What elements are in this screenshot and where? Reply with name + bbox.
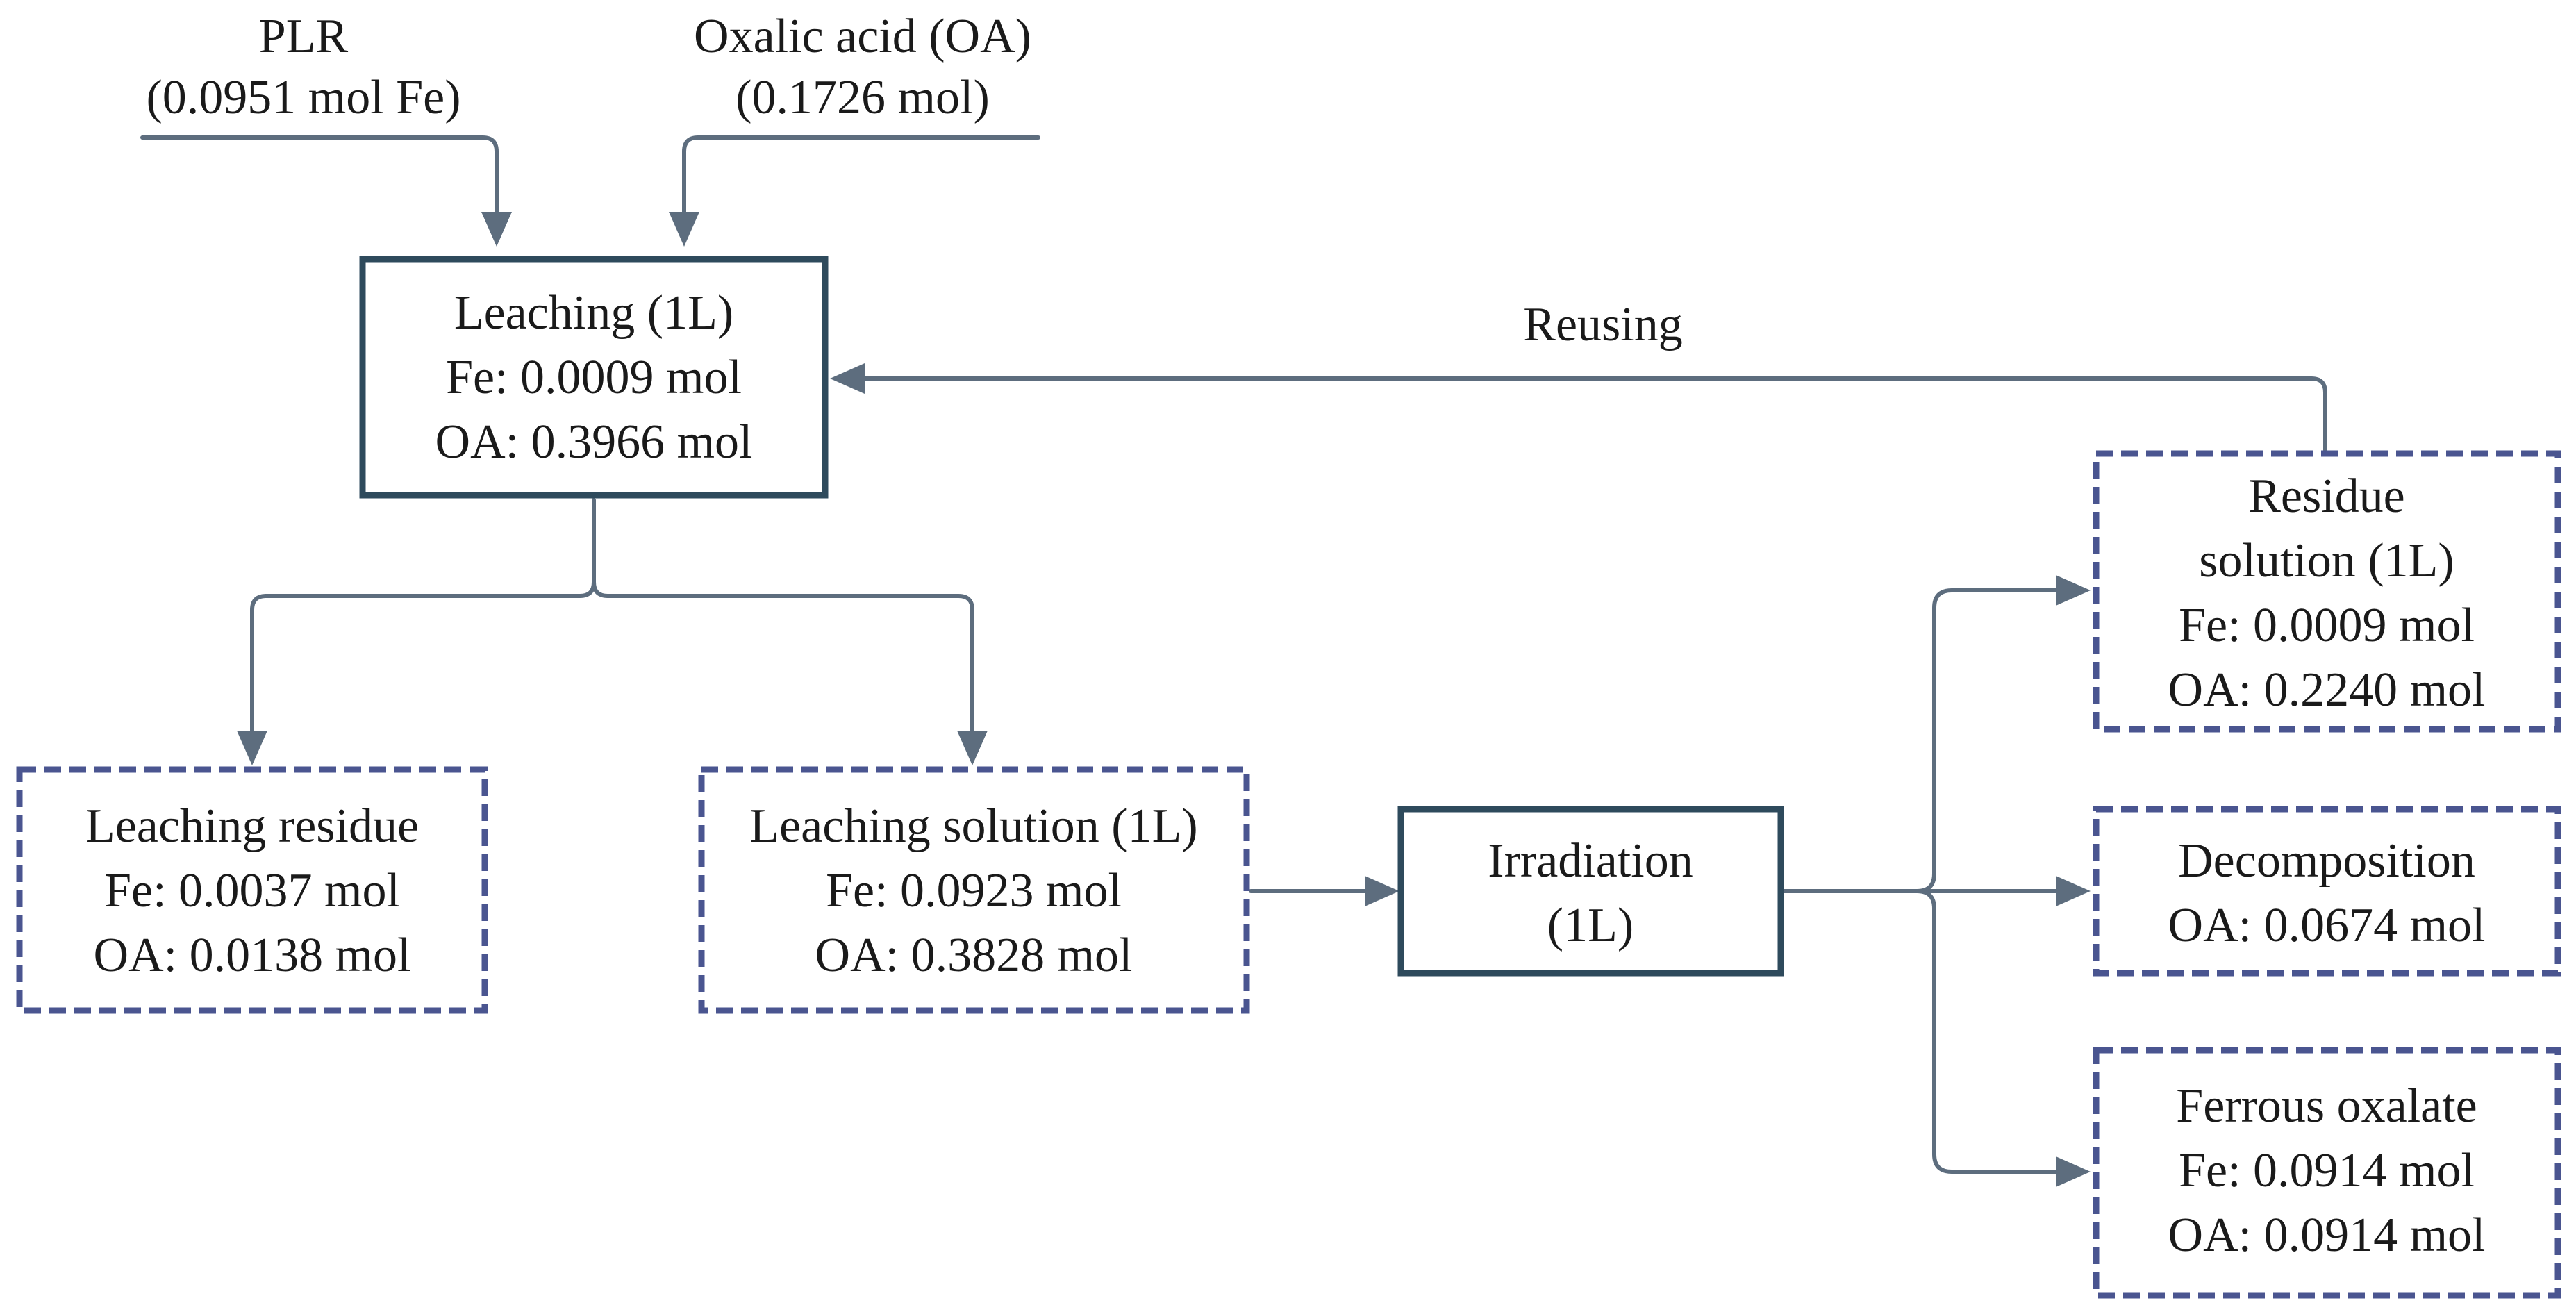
reusing-line — [863, 376, 2327, 452]
branch-to-residue-solution-line — [1915, 588, 2058, 893]
leaching-solution-title: Leaching solution (1L) — [749, 799, 1197, 853]
leaching-oa: OA: 0.3966 mol — [435, 415, 753, 469]
branch-to-ferrous-oxalate-line — [1915, 889, 2058, 1174]
leaching-box — [359, 256, 829, 499]
plr-input: PLR (0.0951 mol Fe) — [146, 10, 460, 124]
irradiation-line1: Irradiation — [1488, 834, 1693, 888]
decomposition-title: Decomposition — [2178, 834, 2475, 888]
leaching-solution-oa: OA: 0.3828 mol — [815, 929, 1133, 982]
leaching-fe: Fe: 0.0009 mol — [446, 351, 742, 404]
irradiation-box — [1397, 806, 1784, 977]
irradiation-node: Irradiation (1L) — [1397, 806, 1784, 977]
leaching-residue-node: Leaching residue Fe: 0.0037 mol OA: 0.01… — [16, 766, 488, 1014]
leaching-residue-box — [16, 766, 488, 1014]
leaching-solution-fe: Fe: 0.0923 mol — [826, 864, 1122, 917]
ferrous-oxalate-arrowhead — [2056, 1156, 2091, 1187]
connectors — [140, 135, 2327, 1187]
leaching-residue-oa: OA: 0.0138 mol — [94, 929, 411, 982]
residue-solution-line2: solution (1L) — [2199, 534, 2454, 588]
plr-arrowhead — [481, 212, 512, 247]
solution-branch-line — [592, 580, 974, 733]
residue-arrowhead — [237, 731, 267, 765]
oa-arrowhead — [669, 212, 699, 247]
leaching-residue-fe: Fe: 0.0037 mol — [104, 864, 400, 917]
residue-solution-fe: Fe: 0.0009 mol — [2179, 599, 2475, 652]
reusing-arrowhead — [830, 363, 865, 394]
residue-solution-arrowhead — [2056, 575, 2091, 606]
decomposition-node: Decomposition OA: 0.0674 mol — [2093, 806, 2561, 977]
leaching-split-line — [250, 498, 596, 733]
ferrous-oxalate-box — [2093, 1047, 2561, 1299]
residue-solution-node: Residue solution (1L) Fe: 0.0009 mol OA:… — [2093, 450, 2561, 733]
ferrous-oxalate-title: Ferrous oxalate — [2176, 1079, 2477, 1133]
residue-solution-oa: OA: 0.2240 mol — [2168, 663, 2486, 717]
plr-input-name: PLR — [259, 10, 349, 63]
leaching-solution-node: Leaching solution (1L) Fe: 0.0923 mol OA… — [698, 766, 1250, 1014]
leaching-title: Leaching (1L) — [454, 286, 733, 340]
oa-input-amount: (0.1726 mol) — [736, 71, 990, 124]
decomposition-box — [2093, 806, 2561, 977]
ferrous-oxalate-fe: Fe: 0.0914 mol — [2179, 1144, 2475, 1197]
ferrous-oxalate-node: Ferrous oxalate Fe: 0.0914 mol OA: 0.091… — [2093, 1047, 2561, 1299]
oa-input-name: Oxalic acid (OA) — [694, 10, 1031, 63]
solution-arrowhead — [957, 731, 988, 765]
leaching-solution-box — [698, 766, 1250, 1014]
residue-solution-line1: Residue — [2248, 470, 2405, 523]
residue-solution-box — [2093, 450, 2561, 733]
oa-input: Oxalic acid (OA) (0.1726 mol) — [694, 10, 1031, 124]
leaching-residue-title: Leaching residue — [85, 799, 419, 853]
decomposition-oa: OA: 0.0674 mol — [2168, 899, 2486, 952]
leaching-node: Leaching (1L) Fe: 0.0009 mol OA: 0.3966 … — [359, 256, 829, 499]
oa-input-line — [682, 135, 1040, 214]
irradiation-arrowhead — [1365, 876, 1399, 906]
decomposition-arrowhead — [2056, 876, 2091, 906]
irradiation-line2: (1L) — [1547, 899, 1634, 952]
reusing-label: Reusing — [1523, 298, 1682, 351]
plr-input-amount: (0.0951 mol Fe) — [146, 71, 460, 124]
ferrous-oxalate-oa: OA: 0.0914 mol — [2168, 1209, 2486, 1262]
plr-input-line — [140, 135, 499, 214]
